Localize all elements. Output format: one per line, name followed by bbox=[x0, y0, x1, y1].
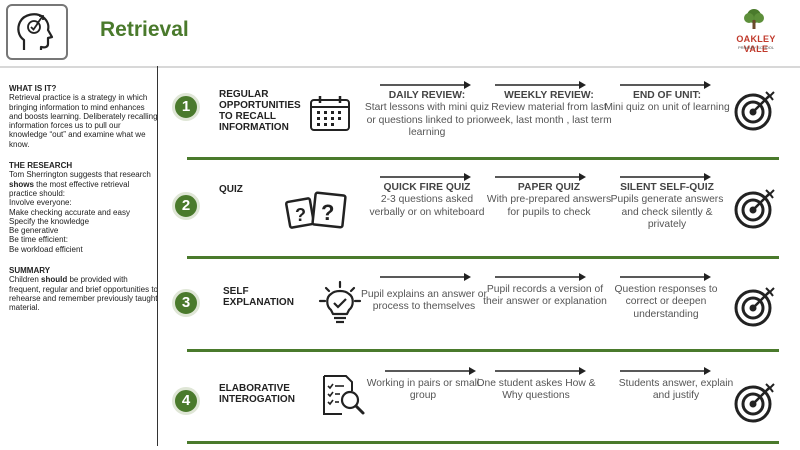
step-question-responses: Question responses to correct or deepen … bbox=[614, 284, 718, 320]
arrow-right-icon bbox=[385, 367, 476, 375]
row-number-1: 1 bbox=[172, 93, 200, 121]
research-item: Specify the knowledge bbox=[9, 216, 90, 226]
research-item: Make checking accurate and easy bbox=[9, 207, 130, 217]
step-pupil-records: Pupil records a version of their answer … bbox=[483, 284, 607, 308]
arrow-right-icon bbox=[380, 173, 471, 181]
research-item: Be generative bbox=[9, 226, 59, 236]
question-cards-icon: ? ? bbox=[284, 190, 354, 237]
step-pupil-explains: Pupil explains an answer or process to t… bbox=[361, 289, 487, 313]
row-divider bbox=[187, 441, 779, 444]
svg-text:?: ? bbox=[295, 205, 306, 225]
arrow-right-icon bbox=[620, 273, 711, 281]
research-item: Be time efficient: bbox=[9, 235, 68, 245]
arrow-right-icon bbox=[620, 81, 711, 89]
arrow-right-icon bbox=[620, 367, 711, 375]
target-icon bbox=[733, 284, 777, 328]
arrow-right-icon bbox=[380, 81, 471, 89]
research-item: Involve everyone: bbox=[9, 198, 72, 208]
arrow-right-icon bbox=[620, 173, 711, 181]
summary-text: Children should be provided with frequen… bbox=[9, 275, 158, 313]
research-heading: THE RESEARCH bbox=[9, 161, 73, 171]
row-title-4: ELABORATIVE INTEROGATION bbox=[219, 383, 295, 405]
research-item: Be workload efficient bbox=[9, 244, 83, 254]
arrow-right-icon bbox=[380, 273, 471, 281]
target-icon bbox=[733, 380, 777, 424]
svg-text:?: ? bbox=[321, 200, 334, 225]
arrow-right-icon bbox=[495, 81, 586, 89]
step-weekly-review: WEEKLY REVIEW:Review material from last … bbox=[486, 90, 612, 126]
sidebar: WHAT IS IT? Retrieval practice is a stra… bbox=[9, 84, 159, 313]
step-end-of-unit: END OF UNIT:Mini quiz on unit of learnin… bbox=[604, 90, 730, 114]
page-title: Retrieval bbox=[100, 18, 189, 41]
what-text: Retrieval practice is a strategy in whic… bbox=[9, 93, 158, 149]
row-number-2: 2 bbox=[172, 192, 200, 220]
header-bar bbox=[0, 0, 800, 68]
row-number-3: 3 bbox=[172, 289, 200, 317]
lightbulb-icon bbox=[315, 280, 365, 333]
research-text: Tom Sherrington suggests that research s… bbox=[9, 170, 151, 198]
arrow-right-icon bbox=[495, 273, 586, 281]
tree-logo-icon bbox=[742, 8, 766, 30]
row-title-2: QUIZ bbox=[219, 184, 243, 195]
school-logo-name: OAKLEY VALE bbox=[736, 34, 776, 54]
school-logo-subtitle: PRIMARY SCHOOL bbox=[737, 45, 775, 50]
row-number-4: 4 bbox=[172, 387, 200, 415]
target-icon bbox=[733, 186, 777, 230]
row-title-3: SELF EXPLANATION bbox=[223, 286, 294, 308]
arrow-right-icon bbox=[495, 367, 586, 375]
row-divider bbox=[187, 157, 779, 160]
sidebar-divider bbox=[157, 66, 158, 446]
step-working-in-pairs: Working in pairs or small group bbox=[366, 378, 480, 402]
step-daily-review: DAILY REVIEW:Start lessons with mini qui… bbox=[364, 90, 490, 139]
head-brain-icon bbox=[6, 4, 68, 60]
arrow-right-icon bbox=[495, 173, 586, 181]
row-divider bbox=[187, 256, 779, 259]
checklist-magnifier-icon bbox=[320, 373, 366, 422]
summary-heading: SUMMARY bbox=[9, 266, 51, 276]
step-student-askes: One student askes How & Why questions bbox=[476, 378, 596, 402]
row-title-1: REGULAR OPPORTUNITIES TO RECALL INFORMAT… bbox=[219, 89, 301, 133]
calendar-icon bbox=[309, 94, 351, 137]
target-icon bbox=[733, 88, 777, 132]
row-divider bbox=[187, 349, 779, 352]
what-heading: WHAT IS IT? bbox=[9, 84, 57, 93]
step-students-answer: Students answer, explain and justify bbox=[618, 378, 734, 402]
